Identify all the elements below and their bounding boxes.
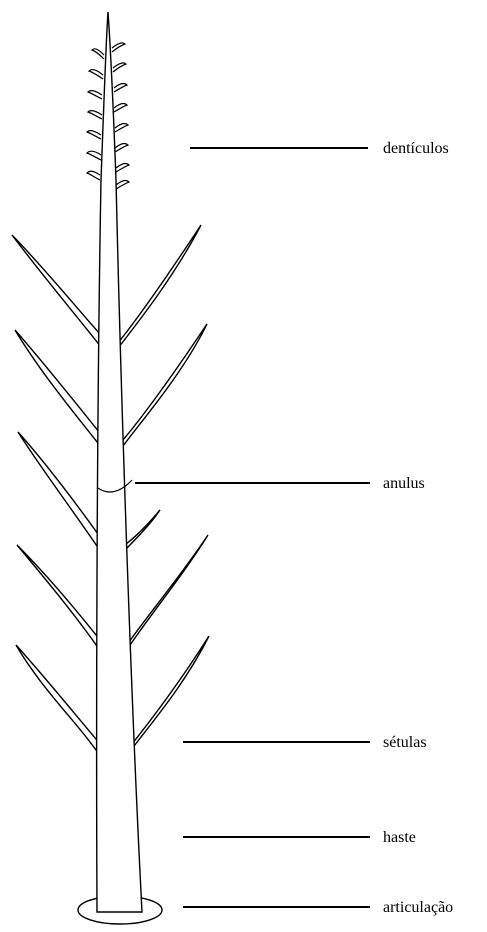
setule-left-2 (14, 329, 109, 454)
label-articulacao: articulação (383, 899, 453, 916)
setule-left-3 (17, 431, 109, 560)
denticle (112, 62, 128, 73)
setule-right-4 (119, 534, 209, 661)
anulus-ring (97, 479, 133, 493)
setule-left-5 (15, 644, 108, 762)
denticle (111, 42, 127, 53)
denticle (115, 162, 131, 173)
denticle (113, 102, 129, 113)
shaft (95, 11, 143, 913)
denticle (115, 179, 131, 190)
label-denticulos: dentículos (383, 140, 449, 157)
denticle (114, 122, 130, 133)
denticle (86, 89, 103, 100)
label-setulas: sétulas (383, 734, 427, 751)
denticle (85, 129, 102, 140)
denticle (114, 142, 130, 153)
denticle (90, 48, 105, 60)
setule-right-3 (118, 509, 161, 558)
label-haste: haste (383, 829, 416, 846)
setule-left-1 (11, 234, 109, 354)
denticle (85, 170, 101, 181)
setule-right-2 (119, 323, 208, 451)
setules (11, 224, 210, 763)
setule-right-5 (121, 635, 210, 763)
denticle (85, 150, 102, 161)
setule-right-1 (114, 224, 202, 353)
denticle (86, 109, 103, 120)
denticle (87, 69, 104, 80)
label-anulus: anulus (383, 475, 425, 492)
denticles (85, 42, 131, 190)
denticle (113, 82, 129, 93)
setule-left-4 (16, 544, 109, 660)
